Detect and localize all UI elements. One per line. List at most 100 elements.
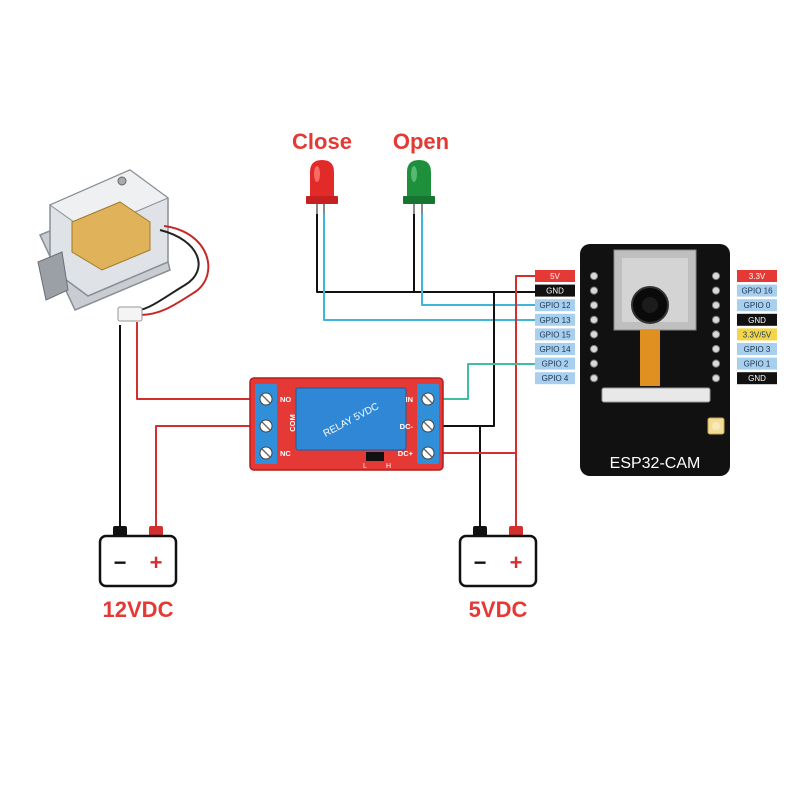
esp32-right-pin-label: GND	[748, 374, 766, 383]
battery-12v-terminal-minus	[113, 526, 127, 536]
wire-solenoid-red	[136, 322, 266, 400]
close-led-highlight	[314, 166, 320, 182]
wire-relay-dcminus	[428, 425, 495, 528]
wires	[119, 210, 535, 528]
relay-module: RELAY 5VDC NO COM NC IN DC- DC+ L H	[249, 377, 444, 471]
wire-gpio2-relay-in	[428, 363, 535, 400]
esp32-right-pin-box	[737, 313, 777, 326]
battery-5v-plus-sign: +	[510, 550, 523, 575]
esp32-left-header-hole	[589, 301, 599, 310]
close-led-body	[310, 160, 334, 196]
esp32-right-header-hole	[711, 301, 721, 310]
esp32-left-pin-box	[535, 313, 575, 326]
esp32-pin-holes	[589, 271, 721, 383]
esp32-left-pin-label: GPIO 13	[539, 316, 571, 325]
battery-12v-body	[98, 534, 178, 588]
esp32-right-pin-label: GPIO 3	[744, 345, 771, 354]
esp32-flash-dot	[712, 422, 720, 430]
esp32-right-pin-label: GND	[748, 316, 766, 325]
relay-pin-dcplus: DC+	[398, 449, 414, 458]
esp32-left-header-hole	[589, 286, 599, 295]
battery-5v: − + 5VDC	[458, 526, 538, 622]
solenoid-connector	[117, 306, 143, 322]
relay-pin-in: IN	[406, 395, 414, 404]
esp32-right-pin-box	[737, 343, 777, 355]
esp32-right-header-hole	[711, 344, 721, 354]
relay-pin-dcminus: DC-	[400, 422, 414, 431]
battery-12v-terminal-plus	[149, 526, 163, 536]
relay-screw-slot-com	[261, 421, 271, 431]
battery-12v-label: 12VDC	[103, 597, 174, 622]
esp32-left-pin-box	[535, 270, 575, 282]
battery-5v-terminal-minus	[473, 526, 487, 536]
relay-pin-no: NO	[280, 395, 291, 404]
wire-close-led-gpio13	[323, 210, 535, 321]
esp32-right-pin-label: 3.3V	[749, 272, 766, 281]
esp32-ribbon-connector	[601, 387, 711, 403]
battery-5v-minus-sign: −	[474, 550, 487, 575]
esp32-left-header-hole	[589, 315, 599, 324]
solenoid-screw	[117, 176, 127, 186]
esp32-left-pin-label: 5V	[550, 272, 560, 281]
esp32-left-header-hole	[589, 374, 599, 383]
esp32-ribbon-cable	[640, 330, 660, 386]
esp32-right-pin-box	[737, 328, 777, 341]
wire-close-led-gnd	[316, 210, 520, 293]
esp32-left-pin-label: GPIO 4	[542, 374, 569, 383]
esp32-left-pin-label: GPIO 15	[539, 330, 571, 339]
esp32-right-header-hole	[711, 271, 721, 281]
battery-5v-body	[458, 534, 538, 588]
esp32-right-pin-box	[737, 372, 777, 385]
esp32-right-pin-label: 3.3V/5V	[743, 330, 772, 339]
esp32-right-pin-box	[737, 357, 777, 370]
esp32-left-header-hole	[589, 359, 599, 368]
solenoid-latch	[37, 251, 69, 301]
esp32-right-header-hole	[711, 374, 721, 383]
battery-5v-label: 5VDC	[469, 597, 528, 622]
esp32-left-pin-box	[535, 299, 575, 312]
esp32-right-pin-box	[737, 270, 777, 282]
relay-pin-com: COM	[288, 414, 297, 432]
battery-5v-terminal-plus	[509, 526, 523, 536]
esp32-left-pin-box	[535, 357, 575, 370]
relay-jumper-l: L	[363, 463, 367, 470]
esp32-cam: ESP32-CAM 5V GND GPIO 12 GPIO 13 GPIO 15 GPIO…	[535, 244, 777, 476]
esp32-left-pin-box	[535, 328, 575, 341]
esp32-left-header-hole	[589, 344, 599, 354]
open-led: Open	[393, 129, 449, 214]
wire-open-led-gpio12	[421, 210, 535, 306]
solenoid-coil	[71, 201, 151, 271]
esp32-left-pin-label: GPIO 12	[539, 301, 571, 310]
relay-screw-slot-dcplus	[423, 448, 433, 458]
close-led: Close	[292, 129, 352, 214]
relay-jumper	[366, 452, 384, 461]
relay-cube	[295, 387, 407, 451]
open-led-label: Open	[393, 129, 449, 154]
battery-12v-minus-sign: −	[114, 550, 127, 575]
relay-screw-slot-no	[261, 394, 271, 404]
relay-jumper-h: H	[386, 463, 391, 470]
solenoid-lead-black	[129, 229, 200, 313]
esp32-right-header-hole	[711, 359, 721, 368]
esp32-left-header-hole	[589, 271, 599, 281]
open-led-highlight	[411, 166, 417, 182]
esp32-right-pin-label: GPIO 16	[741, 287, 773, 296]
battery-12v-plus-sign: +	[150, 550, 163, 575]
esp32-right-pin-label: GPIO 1	[744, 360, 771, 369]
open-led-body	[407, 160, 431, 196]
esp32-left-header-hole	[589, 330, 599, 339]
relay-screw-slot-in	[423, 394, 433, 404]
esp32-right-pin-box	[737, 299, 777, 312]
relay-pin-nc: NC	[280, 449, 291, 458]
esp32-right-header-hole	[711, 330, 721, 339]
esp32-left-pin-box	[535, 343, 575, 355]
solenoid-lead-red	[139, 225, 210, 316]
esp32-name: ESP32-CAM	[610, 455, 701, 472]
esp32-right-header-hole	[711, 315, 721, 324]
esp32-left-pin-box	[535, 284, 575, 297]
esp32-left-pin-box	[535, 372, 575, 385]
wire-relay-com	[155, 425, 266, 528]
